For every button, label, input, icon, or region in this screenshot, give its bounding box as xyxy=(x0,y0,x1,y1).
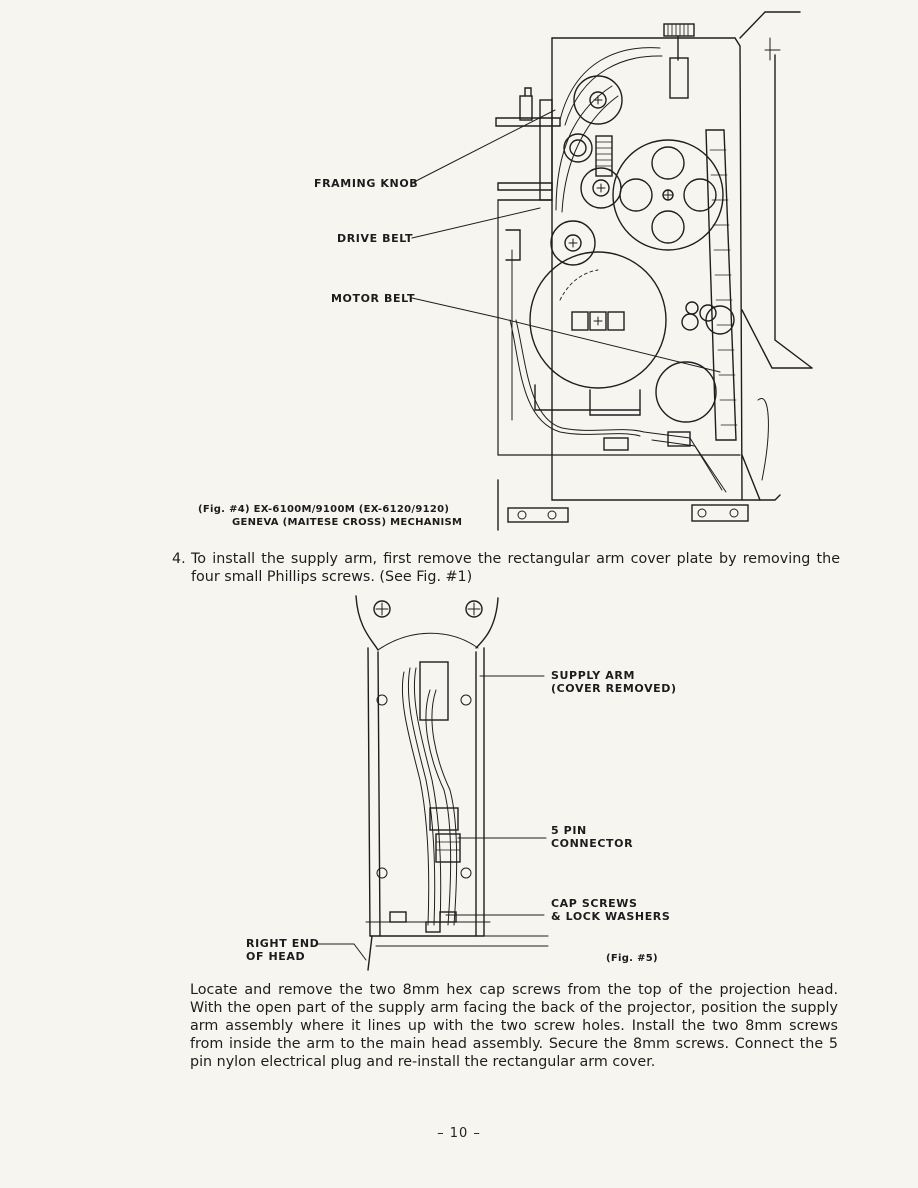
step-text: To install the supply arm, first remove … xyxy=(191,551,840,585)
instruction-paragraph: Locate and remove the two 8mm hex cap sc… xyxy=(190,982,838,1070)
label-motor-belt: MOTOR BELT xyxy=(331,292,416,305)
label-connector: CONNECTOR xyxy=(551,837,634,850)
label-drive-belt: DRIVE BELT xyxy=(337,232,414,245)
page-number: – 10 – xyxy=(437,1126,481,1141)
figure-4-caption-line-2: GENEVA (MAITESE CROSS) MECHANISM xyxy=(232,517,463,528)
figure-5-caption: (Fig. #5) xyxy=(606,953,658,964)
label-lock-washers: & LOCK WASHERS xyxy=(551,910,671,923)
label-framing-knob: FRAMING KNOB xyxy=(314,177,419,190)
label-cap-screws: CAP SCREWS xyxy=(551,897,638,910)
step-4-instruction: 4. To install the supply arm, first remo… xyxy=(172,550,840,586)
label-5-pin: 5 PIN xyxy=(551,824,587,837)
label-right-end: RIGHT END xyxy=(246,937,320,950)
step-number: 4. xyxy=(172,551,186,567)
label-cover-removed: (COVER REMOVED) xyxy=(551,682,677,695)
figure-4-caption-line-1: (Fig. #4) EX-6100M/9100M (EX-6120/9120) xyxy=(198,504,450,515)
label-of-head: OF HEAD xyxy=(246,950,306,963)
figure-4-mechanism-drawing xyxy=(411,11,813,531)
figure-5-supply-arm-drawing xyxy=(315,595,549,971)
label-supply-arm: SUPPLY ARM xyxy=(551,669,635,682)
